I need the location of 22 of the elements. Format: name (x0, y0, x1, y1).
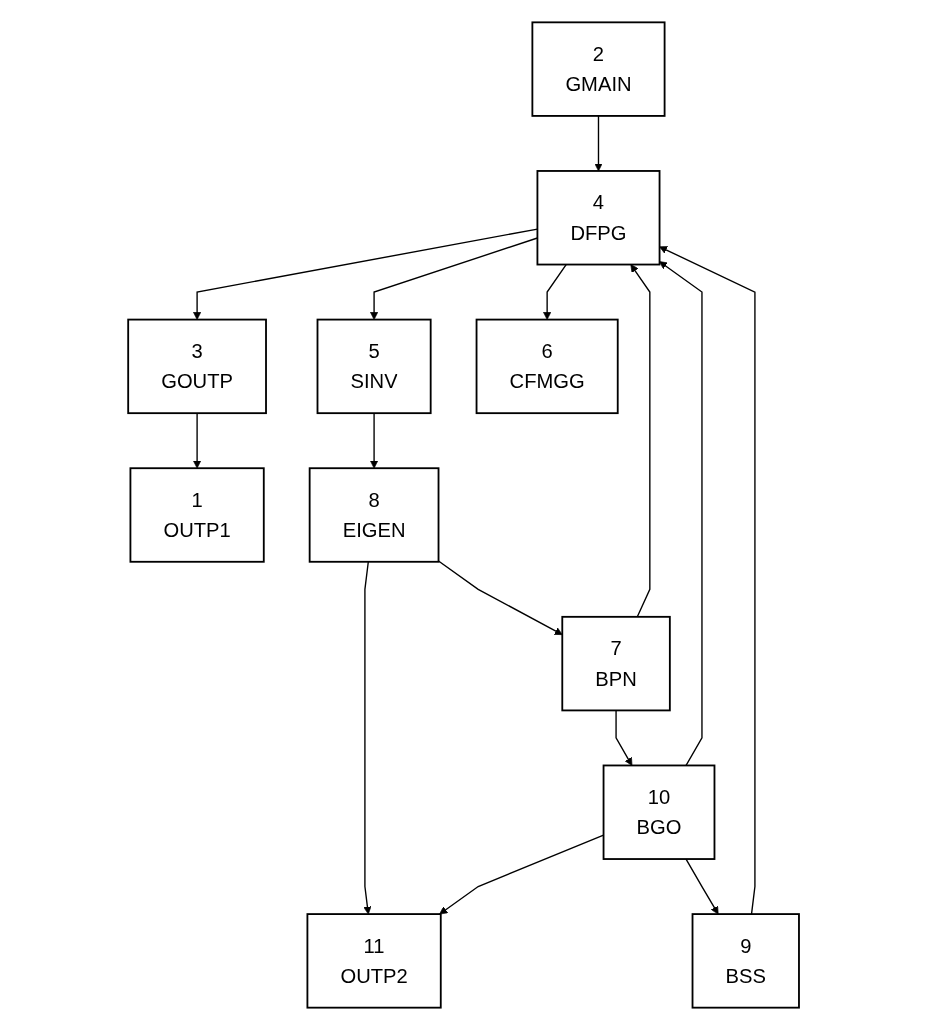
arrow (659, 260, 703, 766)
node-box: 1 OUTP1 (129, 466, 265, 563)
arrow (363, 560, 372, 914)
arrow (630, 263, 651, 618)
arrow (543, 263, 567, 320)
node-box: 2 GMAIN (531, 20, 666, 117)
node-box: 11 OUTP2 (306, 912, 442, 1009)
node-box: 10 BGO (602, 764, 716, 860)
node-box: 4 DFPG (536, 169, 661, 265)
node-box: 8 EIGEN (308, 466, 440, 563)
node-box: 9 BSS (691, 912, 800, 1009)
arrow (594, 114, 603, 171)
node-box: 7 BPN (561, 615, 671, 711)
arrow (615, 709, 633, 766)
arrow (193, 412, 202, 469)
arrow (437, 559, 563, 635)
arrow (659, 245, 756, 915)
node-box: 5 SINV (316, 318, 432, 414)
node-box: 6 CFMGG (475, 318, 619, 414)
arrow (685, 857, 719, 914)
node-box: 3 GOUTP (127, 318, 267, 414)
arrow (369, 412, 379, 469)
